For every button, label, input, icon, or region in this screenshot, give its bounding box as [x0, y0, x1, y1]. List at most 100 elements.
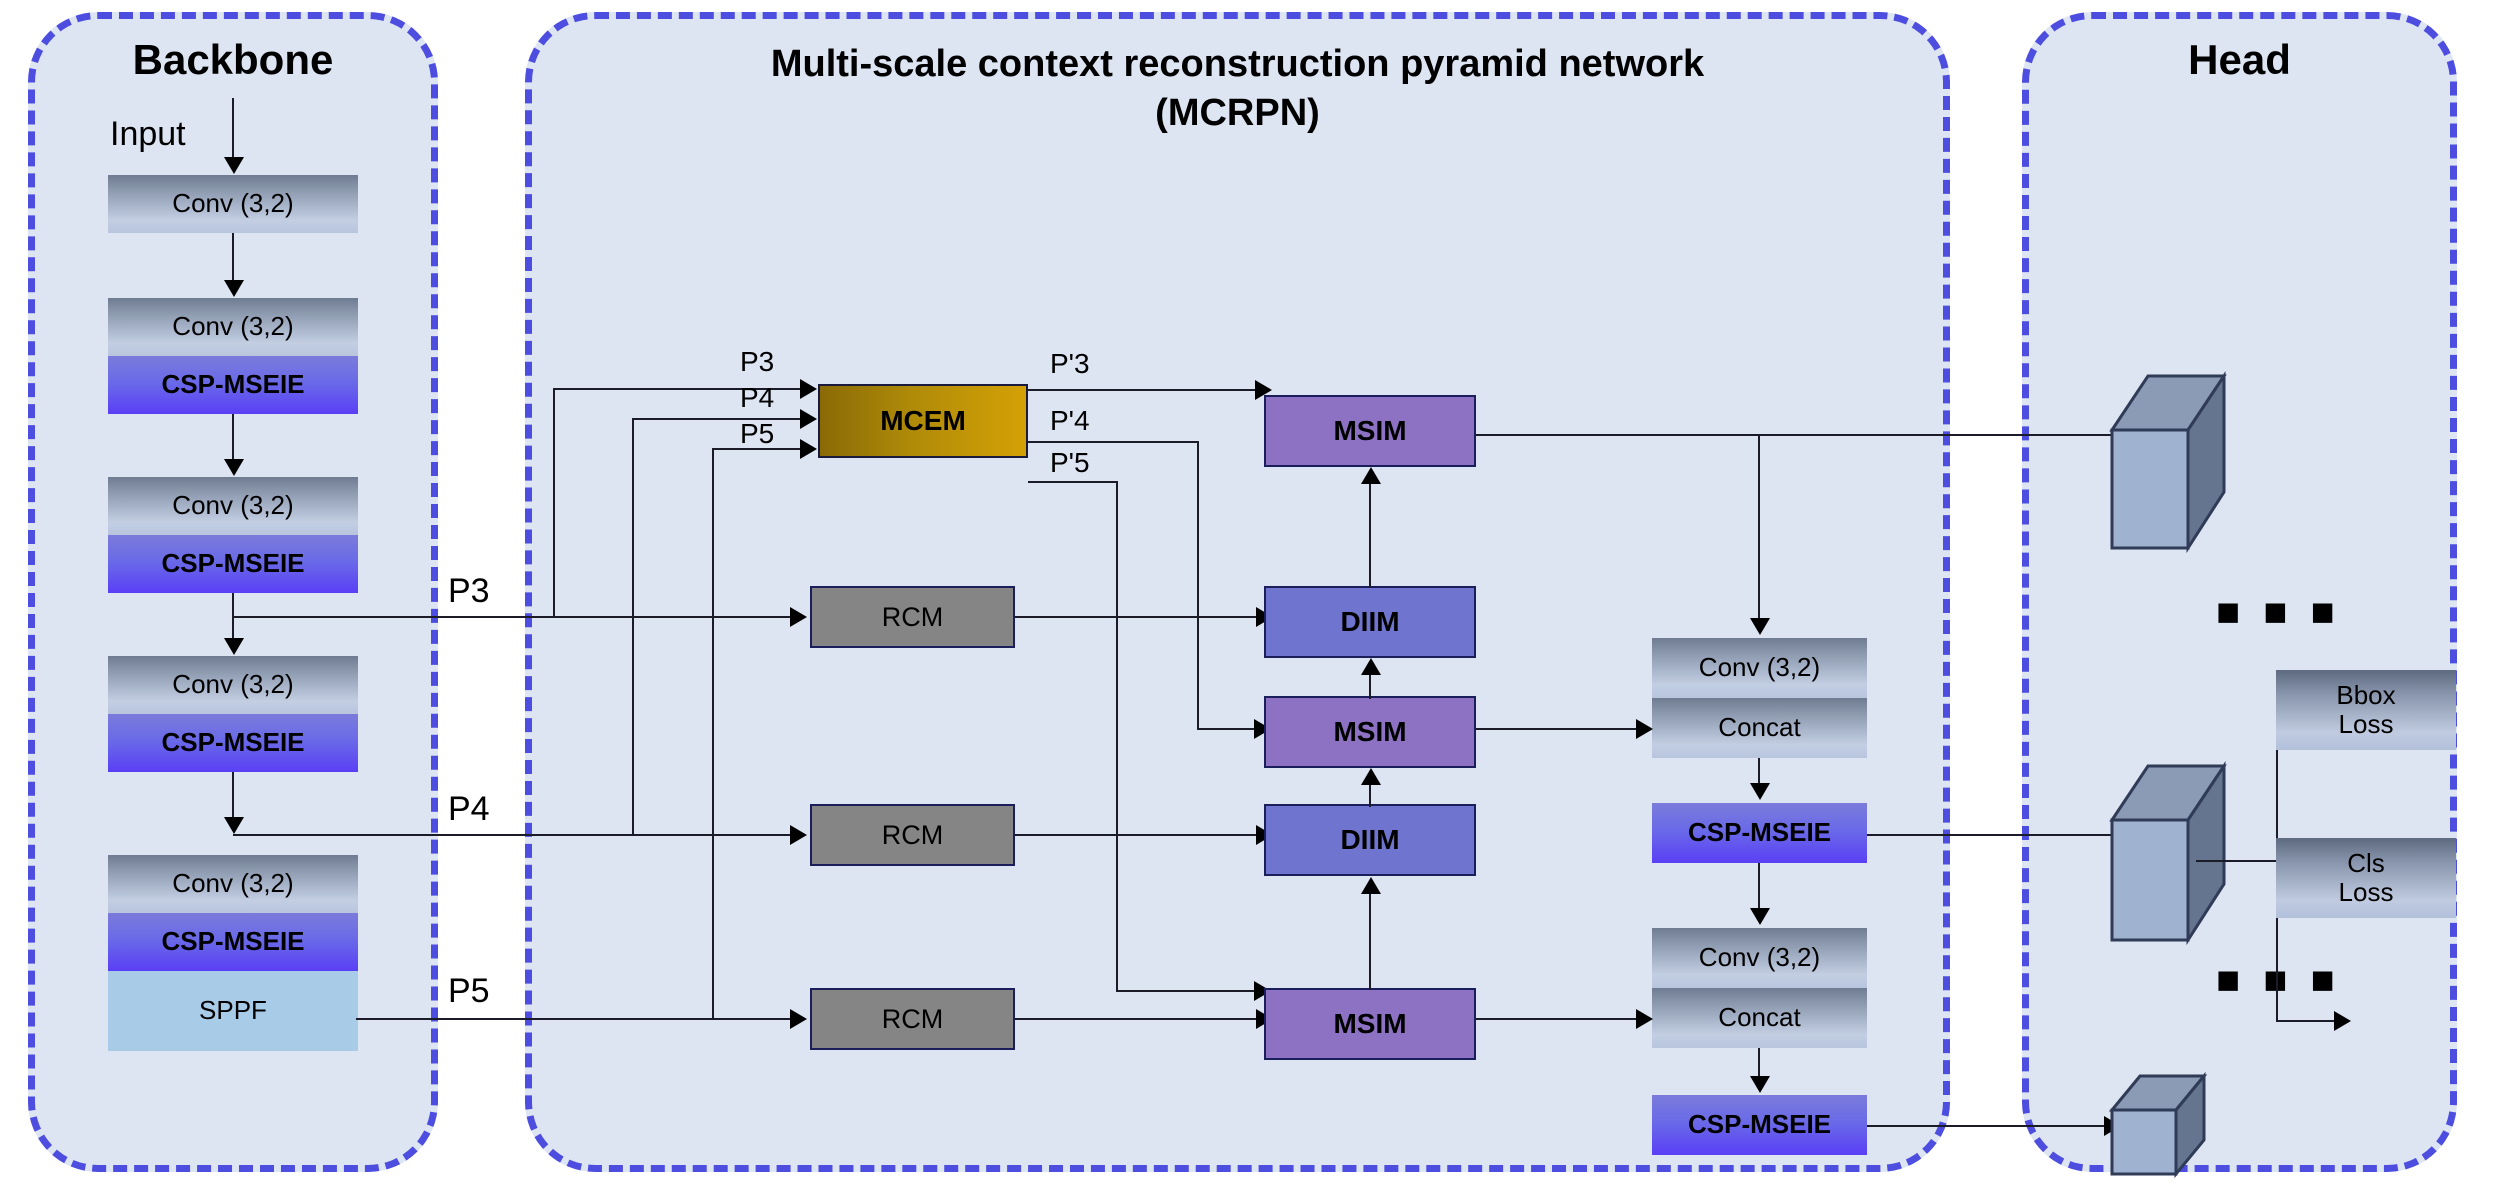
csp1-out-line — [1867, 834, 2189, 836]
concat1-to-csp1-arrow — [1750, 783, 1770, 800]
input-arrow-head — [224, 157, 244, 174]
section-head — [2022, 12, 2457, 1172]
backbone-block-conv-4: Conv (3,2) — [108, 656, 358, 714]
msim-top-out-line — [1476, 434, 2191, 436]
p3-feed-line — [233, 616, 793, 618]
diim-block-upper: DIIM — [1264, 586, 1476, 658]
head-branch-to-cls — [2276, 1020, 2338, 1022]
msim-top-branch-down — [1758, 434, 1760, 621]
p3-in-label: P3 — [740, 346, 775, 377]
diim-block-lower: DIIM — [1264, 804, 1476, 876]
rcm-block-1: RCM — [810, 586, 1015, 648]
p5out-line-h — [1028, 481, 1118, 483]
head-title: Head — [2188, 36, 2291, 83]
mcem-block: MCEM — [818, 384, 1028, 458]
bb-arrow-2 — [224, 459, 244, 476]
fusion-up-1 — [1369, 478, 1371, 588]
rcm-block-2: RCM — [810, 804, 1015, 866]
p5-riser — [712, 448, 714, 1019]
backbone-block-csp-1: CSP-MSEIE — [108, 356, 358, 414]
backbone-block-csp-3: CSP-MSEIE — [108, 714, 358, 772]
concat2-to-csp2-arrow — [1750, 1076, 1770, 1093]
fusion-up-2 — [1369, 669, 1371, 699]
p3-out-label: P'3 — [1050, 348, 1090, 379]
msim-block-bottom: MSIM — [1264, 988, 1476, 1060]
head-branch-stem — [2196, 860, 2278, 862]
rcm3-out-line — [1015, 1018, 1260, 1020]
p5out-line-v — [1116, 481, 1118, 991]
mcrpn-title: Multi-scale context reconstruction pyram… — [770, 43, 1705, 135]
p5-to-mcem-line — [712, 448, 803, 450]
p3out-line — [1028, 389, 1258, 391]
right-concat-2: Concat — [1652, 988, 1867, 1048]
msim-mid-out-line — [1476, 728, 1641, 730]
msim-block-middle: MSIM — [1264, 696, 1476, 768]
p4-out-label: P'4 — [1050, 405, 1090, 436]
p5-to-mcem-arrow — [800, 439, 817, 459]
backbone-block-conv-1: Conv (3,2) — [108, 175, 358, 233]
p5-label-backbone: P5 — [448, 972, 490, 1010]
right-conv-1: Conv (3,2) — [1652, 638, 1867, 698]
backbone-block-csp-2: CSP-MSEIE — [108, 535, 358, 593]
rcm-block-3: RCM — [810, 988, 1015, 1050]
msim-bot-out-arrow — [1636, 1009, 1653, 1029]
fusion-up-4 — [1369, 888, 1371, 990]
msim-mid-out-arrow — [1636, 719, 1653, 739]
p5-out-label: P'5 — [1050, 447, 1090, 478]
p3-to-mcem-arrow — [800, 379, 817, 399]
msim-bot-out-line — [1476, 1018, 1641, 1020]
bb-arrow-3 — [224, 638, 244, 655]
concat1-to-csp1 — [1758, 758, 1760, 785]
bbox-loss-block: Bbox Loss — [2276, 670, 2456, 750]
p4out-line-h — [1028, 441, 1199, 443]
fusion-up-3 — [1369, 779, 1371, 807]
csp1-down-line — [1758, 863, 1760, 911]
head-slab-bottom — [2108, 1070, 2218, 1180]
rcm1-out-line — [1015, 616, 1260, 618]
right-csp-1: CSP-MSEIE — [1652, 803, 1867, 863]
p3-label-backbone: P3 — [448, 572, 490, 610]
p4-to-mcem-line — [632, 418, 803, 420]
p3-to-mcem-line — [553, 388, 803, 390]
right-concat-1: Concat — [1652, 698, 1867, 758]
p4out-line-v — [1197, 441, 1199, 729]
input-arrow-line — [232, 98, 234, 160]
csp1-down-arrow — [1750, 908, 1770, 925]
backbone-block-sppf: SPPF — [108, 971, 358, 1051]
rcm2-out-line — [1015, 834, 1260, 836]
fusion-up-arrow-3 — [1361, 768, 1381, 785]
fusion-up-arrow-1 — [1361, 467, 1381, 484]
p3-riser — [553, 388, 555, 617]
backbone-block-conv-2: Conv (3,2) — [108, 298, 358, 356]
backbone-block-conv-5: Conv (3,2) — [108, 855, 358, 913]
right-conv-2: Conv (3,2) — [1652, 928, 1867, 988]
head-slab-middle — [2108, 760, 2228, 946]
bb-arrow-4 — [224, 817, 244, 834]
csp2-out-line — [1867, 1125, 2107, 1127]
p5-feed-line — [356, 1018, 793, 1020]
p5-feed-arrow — [790, 1009, 807, 1029]
bb-conn-1 — [232, 233, 234, 283]
p5out-line-h2 — [1116, 990, 1258, 992]
fusion-up-arrow-2 — [1361, 658, 1381, 675]
bb-conn-4 — [232, 772, 234, 820]
p4-feed-arrow — [790, 825, 807, 845]
p4out-line-h2 — [1197, 728, 1257, 730]
bb-arrow-1 — [224, 280, 244, 297]
p4-label-backbone: P4 — [448, 790, 490, 828]
head-branch-cls-arrow — [2334, 1011, 2351, 1031]
p4-feed-line — [233, 834, 793, 836]
right-csp-2: CSP-MSEIE — [1652, 1095, 1867, 1155]
p4-in-label: P4 — [740, 382, 775, 413]
head-ellipsis-bottom: ■ ■ ■ — [2216, 958, 2341, 1002]
input-label: Input — [110, 115, 186, 153]
backbone-block-conv-3: Conv (3,2) — [108, 477, 358, 535]
bb-conn-2 — [232, 414, 234, 462]
concat2-to-csp2 — [1758, 1048, 1760, 1078]
cls-loss-block: Cls Loss — [2276, 838, 2456, 918]
head-slab-top — [2108, 371, 2228, 554]
msim-block-top: MSIM — [1264, 395, 1476, 467]
msim-top-branch-arrow — [1750, 618, 1770, 635]
head-ellipsis-top: ■ ■ ■ — [2216, 590, 2341, 634]
